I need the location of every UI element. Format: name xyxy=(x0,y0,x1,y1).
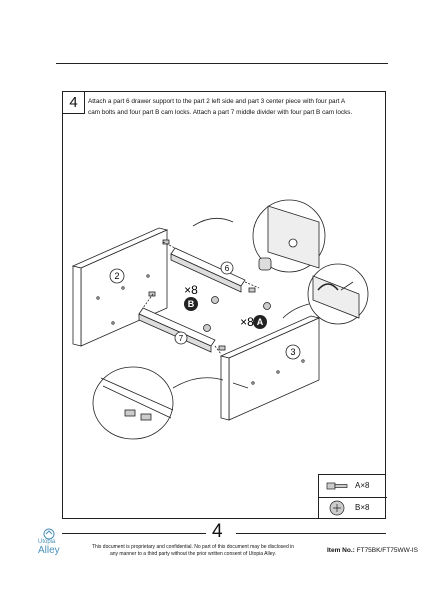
step-instructions: Attach a part 6 drawer support to the pa… xyxy=(88,96,384,118)
part-label-2: 2 xyxy=(114,271,119,281)
brand-logo: Utopia Alley xyxy=(38,526,78,562)
drawer-support-part-6 xyxy=(170,247,246,287)
brand-mark-icon xyxy=(43,528,55,540)
part-label-3: 3 xyxy=(290,347,295,357)
disclaimer-line-2: any manner to a third party without the … xyxy=(109,551,277,557)
disclaimer: This document is proprietary and confide… xyxy=(78,544,308,558)
disclaimer-line-1: This document is proprietary and confide… xyxy=(91,544,295,550)
callout-letter-b: B xyxy=(188,299,195,309)
instruction-line-2: cam bolts and four part B cam locks. Att… xyxy=(88,109,353,116)
cam-lock-icon xyxy=(329,500,345,516)
callout-letter-a: A xyxy=(257,317,264,327)
legend-row-b: B×8 xyxy=(319,497,387,519)
cam-bolt-icon xyxy=(326,482,348,490)
callout-quantity-a: ×8 xyxy=(240,315,254,329)
footer-rule-right xyxy=(236,533,386,534)
item-number: Item No.: FT75BK/FT75WW-IS xyxy=(327,547,418,554)
hardware-legend: A×8 B×8 xyxy=(318,474,387,519)
page-number: 4 xyxy=(212,521,223,542)
callout-quantity-b: ×8 xyxy=(184,283,198,297)
footer-rule-left xyxy=(62,533,206,534)
detail-circle-bolts xyxy=(92,366,174,440)
part-label-7: 7 xyxy=(179,334,184,343)
brand-name-bottom: Alley xyxy=(38,545,60,556)
legend-label-a: A×8 xyxy=(355,481,370,490)
assembly-diagram: 2 6 7 3 ×8 B ×8 A xyxy=(71,199,369,440)
top-rule xyxy=(56,63,388,64)
legend-label-b: B×8 xyxy=(355,503,370,512)
step-frame xyxy=(62,91,386,519)
part-label-6: 6 xyxy=(225,264,230,273)
brand-name-top: Utopia xyxy=(38,539,56,545)
item-number-value: FT75BK/FT75WW-IS xyxy=(356,547,418,554)
instruction-line-1: Attach a part 6 drawer support to the pa… xyxy=(88,98,346,105)
legend-row-a: A×8 xyxy=(319,475,387,498)
item-number-label: Item No.: xyxy=(327,547,355,554)
step-number: 4 xyxy=(62,91,85,114)
